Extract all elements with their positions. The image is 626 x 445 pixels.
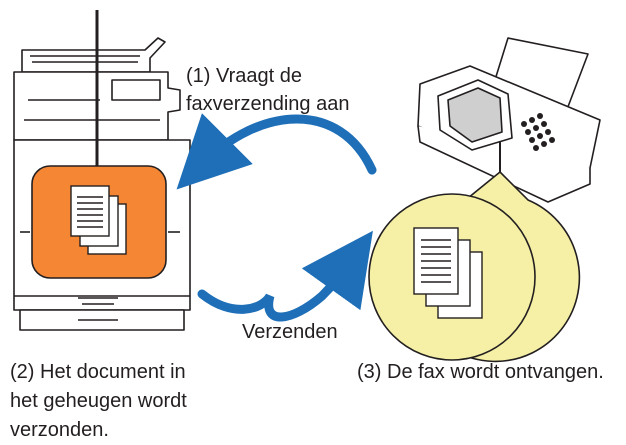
document-stack-icon [413, 227, 483, 319]
document-stack-icon [70, 185, 127, 255]
step2-label-line1: (2) Het document in [10, 361, 186, 383]
step3-label: (3) De fax wordt ontvangen. [357, 361, 604, 383]
fax-machine-icon [417, 37, 601, 203]
step2-label-line3: verzonden. [10, 419, 109, 441]
curved-arrow-icon [176, 113, 377, 190]
send-label: Verzenden [242, 321, 338, 343]
curved-arrow-icon [197, 230, 373, 322]
step2-label-line2: het geheugen wordt [10, 390, 187, 412]
step1-label-line1: (1) Vraagt de [186, 65, 302, 87]
step1-label-line2: faxverzending aan [186, 93, 350, 115]
